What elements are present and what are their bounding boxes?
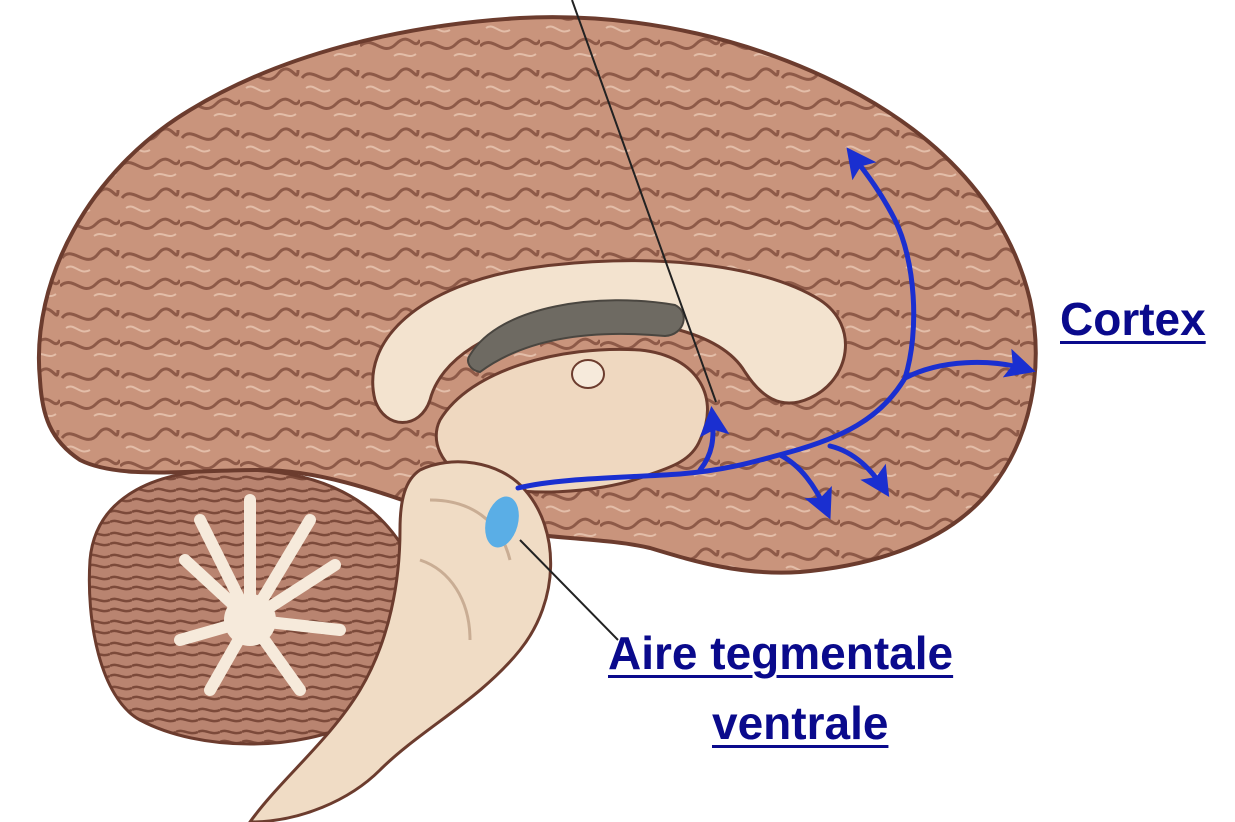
vta-label-line2: ventrale (712, 700, 888, 746)
cortex-label: Cortex (1060, 296, 1206, 342)
thalamic-adhesion (572, 360, 604, 388)
vta-label-line1: Aire tegmentale (608, 630, 953, 676)
